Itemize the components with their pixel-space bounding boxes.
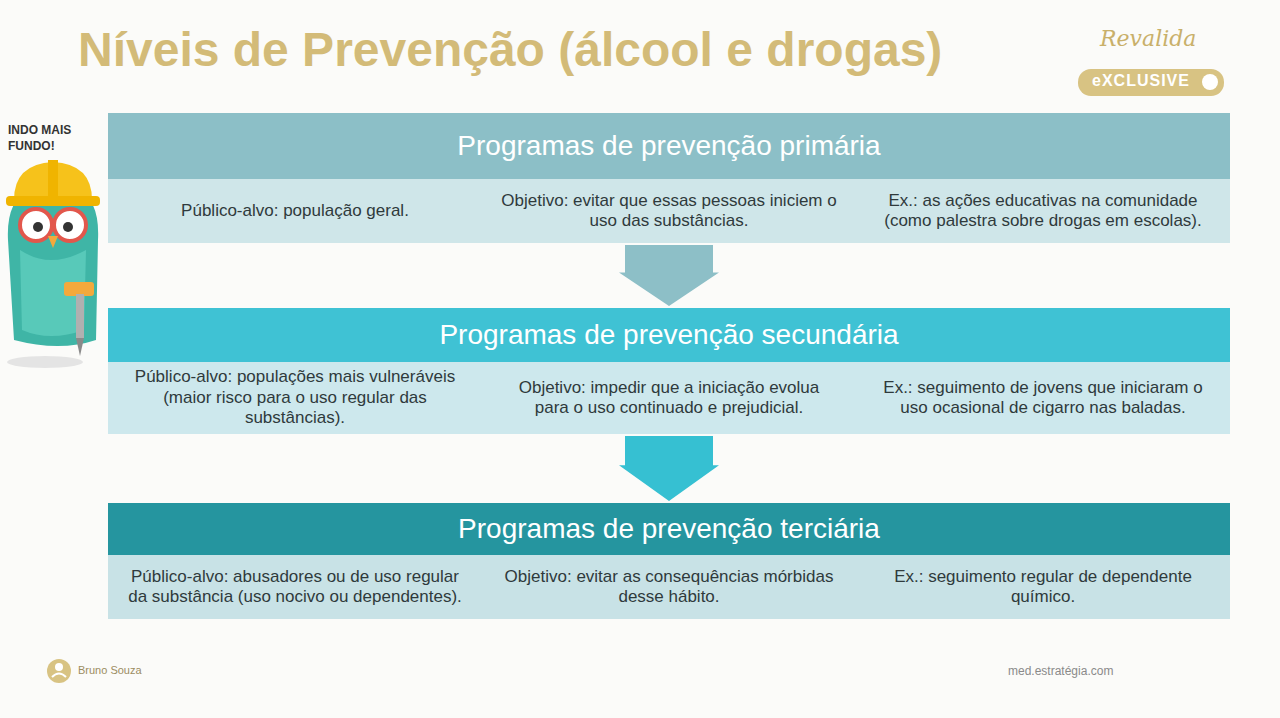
band-heading: Programas de prevenção primária [108, 113, 1230, 179]
cell-text: Objetivo: evitar as consequências mórbid… [500, 567, 838, 608]
cell-text: Público-alvo: abusadores ou de uso regul… [126, 567, 464, 608]
info-cell: Ex.: as ações educativas na comunidade (… [856, 179, 1230, 243]
author-icon [52, 674, 66, 678]
info-cell: Objetivo: evitar que essas pessoas inici… [482, 179, 856, 243]
mascot-illustration [6, 160, 100, 368]
cell-text: Ex.: as ações educativas na comunidade (… [874, 191, 1212, 232]
logo-script: Revalida [1100, 26, 1196, 51]
cell-text: Objetivo: evitar que essas pessoas inici… [500, 191, 838, 232]
slide-title: Níveis de Prevenção (álcool e drogas) [78, 22, 942, 77]
cell-text: Ex.: seguimento regular de dependente qu… [874, 567, 1212, 608]
cell-text: Objetivo: impedir que a iniciação evolua… [500, 378, 838, 419]
info-cell: Objetivo: impedir que a iniciação evolua… [482, 362, 856, 434]
author-icon [55, 663, 63, 671]
author-icon [47, 659, 71, 683]
band-heading: Programas de prevenção secundária [108, 308, 1230, 362]
band-heading: Programas de prevenção terciária [108, 503, 1230, 555]
info-cell: Público-alvo: população geral. [108, 179, 482, 243]
info-cell: Ex.: seguimento regular de dependente qu… [856, 555, 1230, 619]
site-url: med.estratégia.com [1008, 664, 1113, 678]
logo-dot [1202, 74, 1218, 90]
info-cell: Ex.: seguimento de jovens que iniciaram … [856, 362, 1230, 434]
info-cell: Público-alvo: abusadores ou de uso regul… [108, 555, 482, 619]
logo-pill [1078, 69, 1224, 96]
cell-text: Ex.: seguimento de jovens que iniciaram … [874, 378, 1212, 419]
logo-badge: eXCLUSIVE [1092, 72, 1190, 90]
cell-text: Público-alvo: população geral. [181, 201, 409, 221]
prevention-band: Programas de prevenção primáriaPúblico-a… [108, 113, 1230, 243]
flow-arrow [619, 436, 719, 501]
flow-arrow [619, 245, 719, 306]
info-cell: Objetivo: evitar as consequências mórbid… [482, 555, 856, 619]
mascot-caption: INDO MAIS FUNDO! [8, 122, 104, 154]
author-name: Bruno Souza [78, 664, 142, 676]
prevention-band: Programas de prevenção terciáriaPúblico-… [108, 503, 1230, 619]
cell-text: Público-alvo: populações mais vulnerávei… [126, 367, 464, 428]
info-cell: Público-alvo: populações mais vulnerávei… [108, 362, 482, 434]
prevention-band: Programas de prevenção secundáriaPúblico… [108, 308, 1230, 434]
